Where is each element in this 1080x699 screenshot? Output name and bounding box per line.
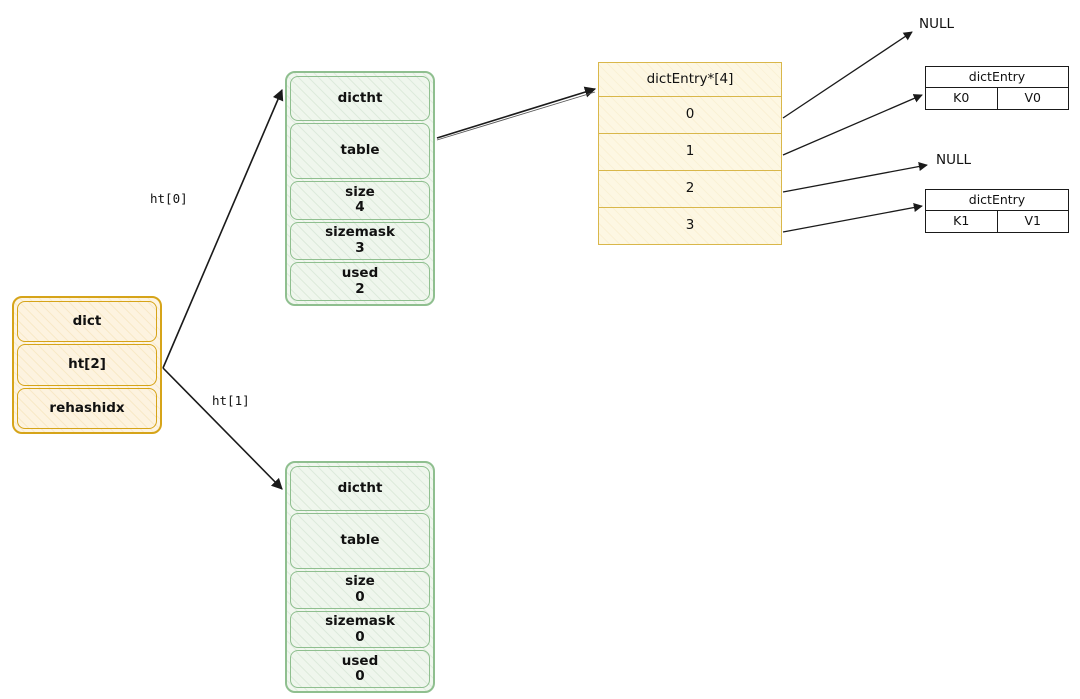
- dict-entry-1-header-label: dictEntry: [968, 191, 1026, 207]
- dict-row-ht-label: ht[2]: [68, 356, 106, 373]
- arrow-slot1-to-entry0: [782, 94, 923, 156]
- dictht1-row-table: table: [290, 513, 430, 569]
- dict-row-rehashidx: rehashidx: [17, 387, 157, 429]
- dict-entry-0-value-label: V0: [1024, 90, 1041, 106]
- arrow-table-to-bucket-array-shadow: [436, 91, 596, 141]
- bucket-array-node[interactable]: dictEntry*[4] 0 1 2 3: [598, 62, 782, 245]
- arrow-slot3-to-entry1: [782, 203, 923, 233]
- dictht1-row-title-label: dictht: [337, 479, 383, 496]
- bucket-slot-0[interactable]: 0: [599, 97, 781, 134]
- dictht0-row-table: table: [290, 123, 430, 179]
- dict-entry-1-header: dictEntry: [926, 190, 1068, 211]
- dictht1-row-size-label: size: [345, 573, 375, 590]
- bucket-slot-1-index: 1: [685, 143, 695, 160]
- dict-entry-1-key-label: K1: [953, 213, 970, 229]
- dict-entry-1-kv: K1 V1: [926, 211, 1068, 232]
- dictht1-row-used: used 0: [290, 650, 430, 689]
- dictht0-row-used-value: 2: [355, 280, 365, 297]
- dict-entry-0-header-label: dictEntry: [968, 68, 1026, 84]
- arrow-dict-to-ht0: [162, 88, 284, 369]
- bucket-slot-2[interactable]: 2: [599, 171, 781, 208]
- dictht1-row-used-label: used: [341, 652, 379, 669]
- dict-entry-1-key: K1: [926, 211, 998, 232]
- dictht0-row-size: size 4: [290, 181, 430, 220]
- dictht0-row-used: used 2: [290, 262, 430, 302]
- dict-entry-0-header: dictEntry: [926, 67, 1068, 88]
- dictht1-row-title: dictht: [290, 466, 430, 511]
- dict-entry-0-kv: K0 V0: [926, 88, 1068, 109]
- dictht0-row-table-label: table: [340, 142, 380, 159]
- dict-entry-1-value-label: V1: [1024, 213, 1041, 229]
- dictht0-node[interactable]: dictht table size 4 sizemask 3 used 2: [285, 71, 435, 306]
- dictht1-row-size: size 0: [290, 571, 430, 609]
- edge-label-ht0: ht[0]: [150, 191, 188, 206]
- dictht1-row-sizemask-label: sizemask: [325, 612, 395, 629]
- dictht0-row-size-label: size: [345, 183, 375, 200]
- bucket-slot-2-index: 2: [685, 180, 695, 197]
- bucket-slot-3-index: 3: [685, 217, 695, 234]
- bucket-array-header-label: dictEntry*[4]: [646, 70, 734, 87]
- dictht0-row-sizemask-label: sizemask: [325, 224, 395, 241]
- dict-entry-0-value: V0: [998, 88, 1069, 109]
- dictht1-row-size-value: 0: [355, 588, 365, 605]
- dictht0-row-sizemask: sizemask 3: [290, 221, 430, 261]
- arrow-slot2-to-null: [782, 162, 928, 193]
- dictht1-node[interactable]: dictht table size 0 sizemask 0 used 0: [285, 461, 435, 693]
- dict-entry-0-key-label: K0: [953, 90, 970, 106]
- dictht0-row-used-label: used: [341, 265, 379, 282]
- bucket-slot-1[interactable]: 1: [599, 134, 781, 171]
- null-label-second: NULL: [936, 152, 972, 168]
- dict-entry-0-key: K0: [926, 88, 998, 109]
- dict-row-ht: ht[2]: [17, 344, 157, 386]
- dictht0-row-title: dictht: [290, 76, 430, 121]
- dict-row-title-label: dict: [72, 312, 102, 329]
- dictht1-row-sizemask: sizemask 0: [290, 610, 430, 649]
- arrow-table-to-bucket-array: [436, 86, 597, 139]
- edge-label-ht1: ht[1]: [212, 393, 250, 408]
- null-label-first: NULL: [919, 16, 955, 32]
- dict-row-rehashidx-label: rehashidx: [49, 399, 125, 416]
- dictht0-row-size-value: 4: [355, 199, 365, 216]
- arrow-slot0-to-null: [782, 31, 913, 119]
- dictht0-row-title-label: dictht: [337, 89, 383, 106]
- dict-entry-0-node[interactable]: dictEntry K0 V0: [925, 66, 1069, 110]
- dictht1-row-sizemask-value: 0: [355, 628, 365, 645]
- dictht1-row-used-value: 0: [355, 668, 365, 685]
- dict-entry-1-node[interactable]: dictEntry K1 V1: [925, 189, 1069, 233]
- dictht0-row-sizemask-value: 3: [355, 240, 365, 256]
- bucket-array-header: dictEntry*[4]: [599, 63, 781, 97]
- dict-entry-1-value: V1: [998, 211, 1069, 232]
- arrow-dict-to-ht1: [162, 367, 283, 490]
- dict-node[interactable]: dict ht[2] rehashidx: [12, 296, 162, 434]
- dictht1-row-table-label: table: [340, 532, 380, 549]
- bucket-slot-0-index: 0: [685, 106, 695, 123]
- dict-row-title: dict: [17, 301, 157, 343]
- bucket-slot-3[interactable]: 3: [599, 208, 781, 244]
